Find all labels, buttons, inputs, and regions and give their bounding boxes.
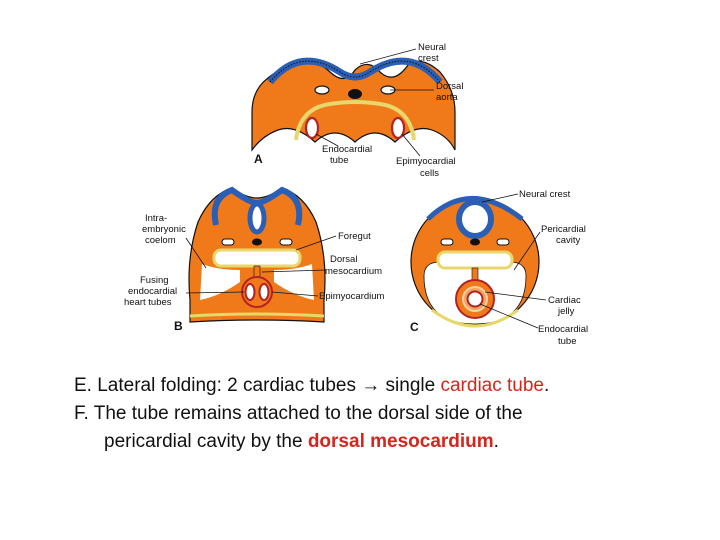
label-endocardial-tube-a-2: tube bbox=[330, 155, 349, 166]
panel-a-endoderm bbox=[294, 100, 416, 141]
label-intraembryonic-coelom-3: coelom bbox=[145, 235, 176, 246]
panel-b-section: B Intra- embryonic coelom Fusing endocar… bbox=[124, 186, 385, 333]
panel-b-aorta-left bbox=[221, 238, 235, 246]
label-neural-crest-a-2: crest bbox=[418, 53, 439, 64]
panel-c-aorta-right bbox=[496, 238, 510, 246]
label-epimyocardial-cells: Epimyocardial bbox=[396, 156, 456, 167]
label-dorsal-aorta-2: aorta bbox=[436, 92, 458, 103]
caption-line-3: pericardial cavity by the dorsal mesocar… bbox=[74, 428, 714, 456]
embryo-heart-diagram: A Neural crest Dorsal aorta Endocardial … bbox=[124, 42, 588, 347]
panel-a-letter: A bbox=[254, 152, 263, 166]
caption-line-1: E. Lateral folding: 2 cardiac tubes → si… bbox=[74, 372, 714, 400]
panel-b-letter: B bbox=[174, 319, 183, 333]
panel-a-notochord bbox=[348, 89, 362, 99]
label-pericardial-cavity-2: cavity bbox=[556, 235, 581, 246]
label-intraembryonic-coelom-2: embryonic bbox=[142, 224, 186, 235]
panel-c-neural-tube bbox=[456, 199, 494, 239]
panel-a-endocardial-tube-left bbox=[304, 116, 320, 140]
label-endocardial-tube-c: Endocardial bbox=[538, 324, 588, 335]
panel-b-notochord bbox=[252, 238, 262, 246]
label-epimyocardium: Epimyocardium bbox=[319, 291, 385, 302]
label-fusing-tubes-2: endocardial bbox=[128, 286, 177, 297]
label-foregut: Foregut bbox=[338, 231, 371, 242]
panel-c-foregut bbox=[436, 250, 514, 270]
label-neural-crest-c: Neural crest bbox=[519, 189, 571, 200]
label-endocardial-tube-c-2: tube bbox=[558, 336, 577, 347]
label-neural-crest-a: Neural bbox=[418, 42, 446, 53]
panel-c-letter: C bbox=[410, 320, 419, 334]
label-dorsal-mesocardium-2: mesocardium bbox=[325, 266, 382, 277]
panel-a-endocardial-tube-right bbox=[390, 116, 406, 140]
caption: E. Lateral folding: 2 cardiac tubes → si… bbox=[74, 372, 714, 456]
label-dorsal-mesocardium: Dorsal bbox=[330, 254, 357, 265]
caption-line-1-end: . bbox=[544, 375, 550, 396]
panel-b-endocardial-right bbox=[258, 283, 270, 301]
panel-a-dorsal-aorta-left bbox=[314, 85, 330, 95]
panel-b-ventral-ectoderm bbox=[189, 312, 325, 318]
label-pericardial-cavity: Pericardial bbox=[541, 224, 586, 235]
caption-line-3-text: pericardial cavity by the bbox=[104, 431, 308, 452]
panel-a-section: A Neural crest Dorsal aorta Endocardial … bbox=[251, 42, 463, 179]
panel-b-neural-lumen bbox=[247, 201, 267, 235]
panel-b-foregut bbox=[212, 248, 302, 268]
panel-c-endocardial-tube bbox=[466, 290, 484, 308]
panel-c-notochord bbox=[470, 238, 480, 246]
label-dorsal-aorta: Dorsal bbox=[436, 81, 463, 92]
panel-c-dorsal-ectoderm bbox=[426, 196, 524, 221]
panel-c-aorta-left bbox=[440, 238, 454, 246]
panel-a-ectoderm bbox=[269, 60, 441, 83]
panel-b-coelom bbox=[200, 264, 314, 300]
label-fusing-tubes-3: heart tubes bbox=[124, 297, 172, 308]
label-cardiac-jelly-2: jelly bbox=[557, 306, 575, 317]
caption-highlight-dorsal-mesocardium: dorsal mesocardium bbox=[307, 431, 494, 452]
panel-b-endocardial-left bbox=[244, 283, 256, 301]
label-fusing-tubes: Fusing bbox=[140, 275, 169, 286]
label-endocardial-tube-a: Endocardial bbox=[322, 144, 372, 155]
caption-highlight-cardiac-tube: cardiac tube bbox=[440, 375, 544, 396]
label-cardiac-jelly: Cardiac bbox=[548, 295, 581, 306]
caption-line-3-end: . bbox=[493, 431, 499, 452]
panel-b-aorta-right bbox=[279, 238, 293, 246]
label-epimyocardial-cells-2: cells bbox=[420, 168, 439, 179]
caption-line-1-text: E. Lateral folding: 2 cardiac tubes → si… bbox=[74, 375, 441, 396]
label-intraembryonic-coelom: Intra- bbox=[145, 213, 167, 224]
panel-c-section: C Neural crest Pericardial cavity Cardia… bbox=[410, 189, 588, 347]
caption-line-2: F. The tube remains attached to the dors… bbox=[74, 403, 523, 424]
